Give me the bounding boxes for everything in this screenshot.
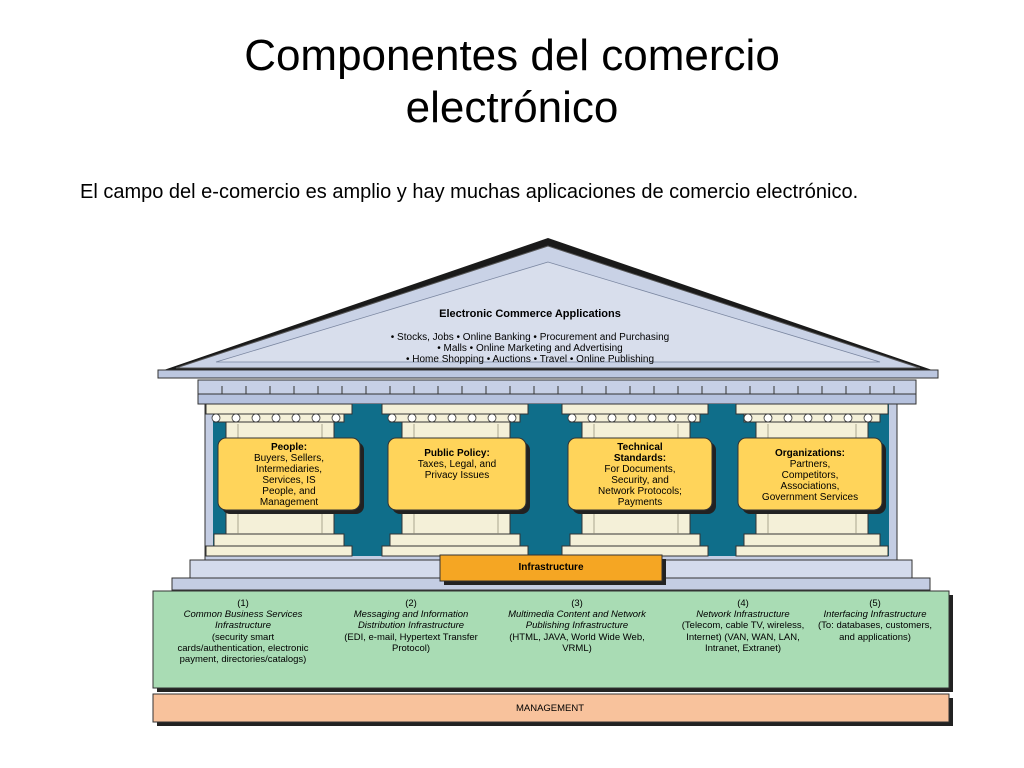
pillar-line: Services, IS (262, 475, 316, 486)
pediment-line-2: • Malls • Online Marketing and Advertisi… (437, 343, 623, 354)
slide-body-text: El campo del e-comercio es amplio y hay … (80, 181, 859, 203)
pillar-line: Buyers, Sellers, (253, 453, 325, 464)
layer-number: (2) (405, 598, 417, 609)
pillar-line: Government Services (761, 492, 859, 503)
layer-number: (4) (737, 598, 749, 609)
pediment-line-1: • Stocks, Jobs • Online Banking • Procur… (390, 332, 670, 343)
layer-name: Interfacing Infrastructure (823, 609, 927, 621)
pillar-panel-technical-standards: Technical Standards: For Documents, Secu… (568, 442, 712, 508)
pillar-line: People, and (262, 486, 316, 497)
pillar-line: Management (259, 497, 319, 508)
pillar-line: Competitors, (781, 470, 839, 481)
pillar-panels (217, 437, 886, 514)
pillar-title: Public Policy: (424, 448, 490, 459)
layer-messaging: (2) Messaging and Information Distributi… (336, 598, 486, 654)
layer-number: (1) (237, 598, 249, 609)
pillar-line: For Documents, (604, 464, 676, 475)
pillar-line: Associations, (780, 481, 840, 492)
layer-description: (To: databases, customers, and applicati… (817, 620, 933, 643)
pillar-line: Taxes, Legal, and (417, 459, 497, 470)
layer-network-infrastructure: (4) Network Infrastructure (Telecom, cab… (668, 598, 818, 654)
pediment-line-3: • Home Shopping • Auctions • Travel • On… (405, 354, 655, 365)
layers-band (152, 590, 953, 692)
layer-description: (EDI, e-mail, Hypertext Transfer Protoco… (344, 631, 478, 654)
pillar-line: Privacy Issues (424, 470, 490, 481)
pillar-title: Organizations: (774, 448, 845, 459)
management-label: MANAGEMENT (515, 703, 585, 714)
layer-description: (security smart cards/authentication, el… (177, 631, 309, 666)
layer-interfacing-infrastructure: (5) Interfacing Infrastructure (To: data… (812, 598, 938, 643)
pillar-line: Intermediaries, (255, 464, 323, 475)
pillar-panel-organizations: Organizations: Partners, Competitors, As… (738, 448, 882, 503)
pillar-panel-public-policy: Public Policy: Taxes, Legal, and Privacy… (388, 448, 526, 481)
pillar-line: Payments (617, 497, 663, 508)
layer-description: (Telecom, cable TV, wireless, Internet) … (681, 620, 805, 654)
pillar-line: Network Protocols; (598, 486, 682, 497)
layer-number: (3) (571, 598, 583, 609)
title-line-1: Componentes del comercio (244, 31, 780, 80)
layer-description: (HTML, JAVA, World Wide Web, VRML) (509, 631, 645, 654)
pediment (157, 238, 939, 379)
infrastructure-box (439, 554, 666, 585)
layer-name: Common Business Services Infrastructure (183, 609, 303, 632)
layer-common-business-services: (1) Common Business Services Infrastruct… (168, 598, 318, 665)
layer-number: (5) (869, 598, 881, 609)
layer-name: Network Infrastructure (696, 609, 790, 621)
layer-name: Messaging and Information Distribution I… (353, 609, 469, 632)
title-line-2: electrónico (405, 83, 619, 132)
pillar-panel-people: People: Buyers, Sellers, Intermediaries,… (218, 442, 360, 508)
infrastructure-label: Infrastructure (518, 562, 584, 573)
entablature (197, 379, 917, 405)
capital-scrolls (211, 413, 873, 423)
pillar-title: Technical Standards: (613, 442, 667, 464)
pillar-line: Security, and (611, 475, 669, 486)
slide-title: Componentes del comercio electrónico (0, 30, 1024, 134)
layer-multimedia-content: (3) Multimedia Content and Network Publi… (502, 598, 652, 654)
layer-name: Multimedia Content and Network Publishin… (508, 609, 646, 632)
management-bar (152, 693, 953, 726)
pillar-title: People: (270, 442, 308, 453)
pediment-heading: Electronic Commerce Applications (439, 308, 621, 320)
pillar-line: Partners, (789, 459, 831, 470)
